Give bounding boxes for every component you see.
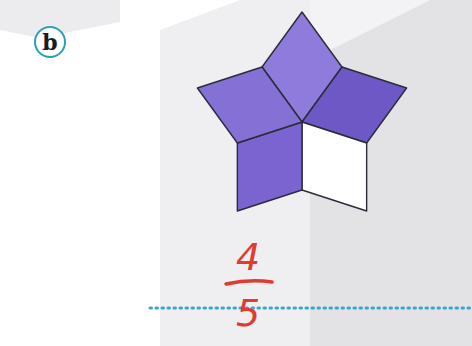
handwritten-digit: 5 <box>236 294 260 332</box>
star-rhombus <box>197 67 302 143</box>
star-rhombus <box>302 122 367 211</box>
fraction-bar <box>226 281 272 284</box>
part-letter-circle: b <box>34 26 66 58</box>
handwritten-digit: 4 <box>236 238 260 276</box>
answer-line <box>150 307 472 310</box>
star-figure <box>197 12 406 211</box>
part-letter: b <box>42 31 57 53</box>
